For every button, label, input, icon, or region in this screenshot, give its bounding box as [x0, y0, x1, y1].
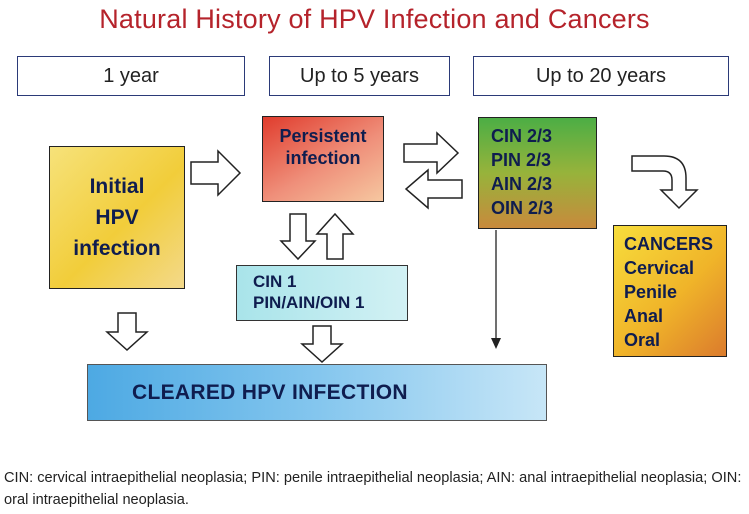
cin23-line-3: AIN 2/3: [491, 174, 553, 194]
arrow-down-initial-to-cleared: [105, 312, 149, 352]
phase-up-to-5-years: Up to 5 years: [269, 56, 450, 96]
cancers-line-1: CANCERS: [624, 234, 714, 254]
phase-1-year: 1 year: [17, 56, 245, 96]
arrow-left-cin23-to-persistent: [404, 168, 463, 210]
arrow-right-initial-to-persistent: [190, 149, 242, 197]
cancers-line-5: Oral: [624, 330, 661, 350]
cin23-line-4: OIN 2/3: [491, 198, 554, 218]
cin23-line-2: PIN 2/3: [491, 150, 552, 170]
initial-line-1: Initial: [89, 175, 145, 198]
cin1-line-2: PIN/AIN/OIN 1: [253, 293, 365, 312]
cin-2-3-box: CIN 2/3 PIN 2/3 AIN 2/3 OIN 2/3: [478, 117, 597, 229]
cin23-line-1: CIN 2/3: [491, 126, 553, 146]
initial-line-3: infection: [73, 237, 161, 260]
persistent-infection-box: Persistent infection: [262, 116, 384, 202]
cancers-line-2: Cervical: [624, 258, 695, 278]
persistent-line-2: infection: [285, 148, 361, 168]
initial-line-2: HPV: [95, 206, 139, 229]
persistent-line-1: Persistent: [279, 126, 367, 146]
curved-arrow-cin23-to-cancers: [631, 155, 699, 210]
cleared-hpv-infection-box: CLEARED HPV INFECTION: [87, 364, 547, 421]
cancers-line-4: Anal: [624, 306, 664, 326]
initial-hpv-infection-box: Initial HPV infection: [49, 146, 185, 289]
phase-up-to-20-years: Up to 20 years: [473, 56, 729, 96]
arrow-down-cin1-to-cleared: [300, 325, 344, 364]
cancers-box: CANCERS Cervical Penile Anal Oral: [613, 225, 727, 357]
arrow-up-cin1-to-persistent: [315, 212, 355, 260]
thin-arrow-head: [491, 338, 501, 349]
cin1-line-1: CIN 1: [253, 272, 297, 291]
arrow-down-persistent-to-cin1: [279, 213, 317, 261]
footnote-caption: CIN: cervical intraepithelial neoplasia;…: [4, 470, 742, 508]
cin-1-box: CIN 1 PIN/AIN/OIN 1: [236, 265, 408, 321]
cancers-line-3: Penile: [624, 282, 678, 302]
arrow-right-persistent-to-cin23: [403, 131, 460, 175]
page-title: Natural History of HPV Infection and Can…: [99, 4, 650, 34]
